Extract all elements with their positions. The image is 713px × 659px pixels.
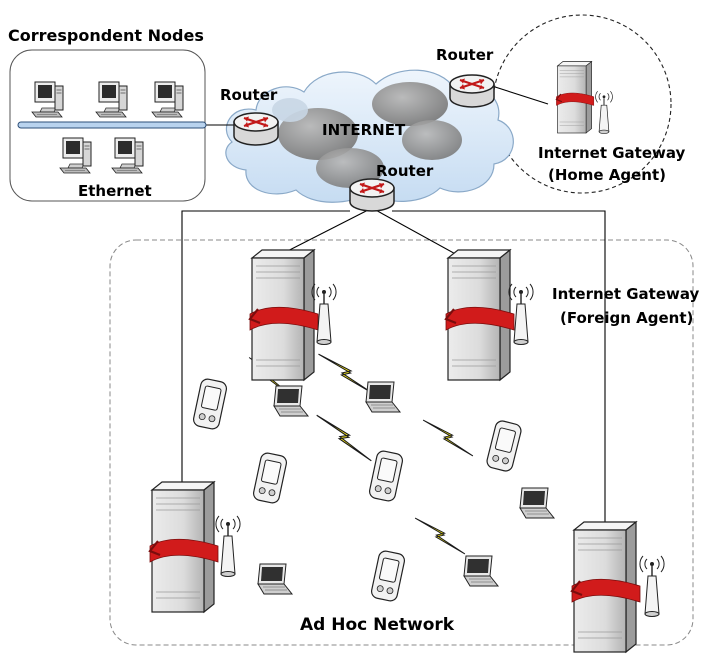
laptop (365, 381, 401, 413)
home-agent-boundary (492, 14, 672, 194)
foreign-agent-antenna (215, 515, 241, 578)
pda (191, 377, 229, 431)
laptop (257, 563, 293, 595)
pda (367, 449, 405, 503)
internet-label: INTERNET (322, 121, 406, 139)
pda (251, 451, 289, 505)
foreign-agent-server (248, 248, 320, 382)
laptop (463, 555, 499, 587)
correspondent-pc (59, 137, 92, 174)
laptop (519, 487, 555, 519)
correspondent-nodes-title: Correspondent Nodes (8, 26, 204, 45)
router-center-label: Router (376, 162, 434, 180)
laptop (273, 385, 309, 417)
foreign-agent-server (148, 480, 220, 614)
home-agent-antenna (595, 90, 613, 135)
ethernet-label: Ethernet (78, 182, 152, 200)
wireless-link (307, 414, 381, 462)
correspondent-pc (111, 137, 144, 174)
home-gateway-label-line1: Internet Gateway (538, 144, 686, 162)
internet-cloud (225, 69, 514, 203)
correspondent-pc (31, 81, 64, 118)
adhoc-network-label: Ad Hoc Network (300, 615, 455, 635)
router-left (232, 111, 280, 147)
foreign-gateway-label-line2: (Foreign Agent) (560, 309, 693, 327)
ethernet-bus (17, 121, 207, 129)
wireless-link (409, 517, 471, 555)
router-center (348, 177, 396, 213)
foreign-agent-server (444, 248, 516, 382)
pda (369, 549, 407, 603)
adhoc-network-boundary (109, 239, 694, 646)
correspondent-pc (151, 81, 184, 118)
router-top-label: Router (436, 46, 494, 64)
router-top (448, 73, 496, 109)
foreign-gateway-label-line1: Internet Gateway (552, 285, 700, 303)
foreign-agent-antenna (639, 555, 665, 618)
pda (484, 418, 524, 474)
wireless-link (417, 419, 479, 457)
router-left-label: Router (220, 86, 278, 104)
home-gateway-label-line2: (Home Agent) (548, 166, 666, 184)
home-agent-server (555, 60, 595, 134)
correspondent-pc (95, 81, 128, 118)
foreign-agent-server (570, 520, 642, 654)
